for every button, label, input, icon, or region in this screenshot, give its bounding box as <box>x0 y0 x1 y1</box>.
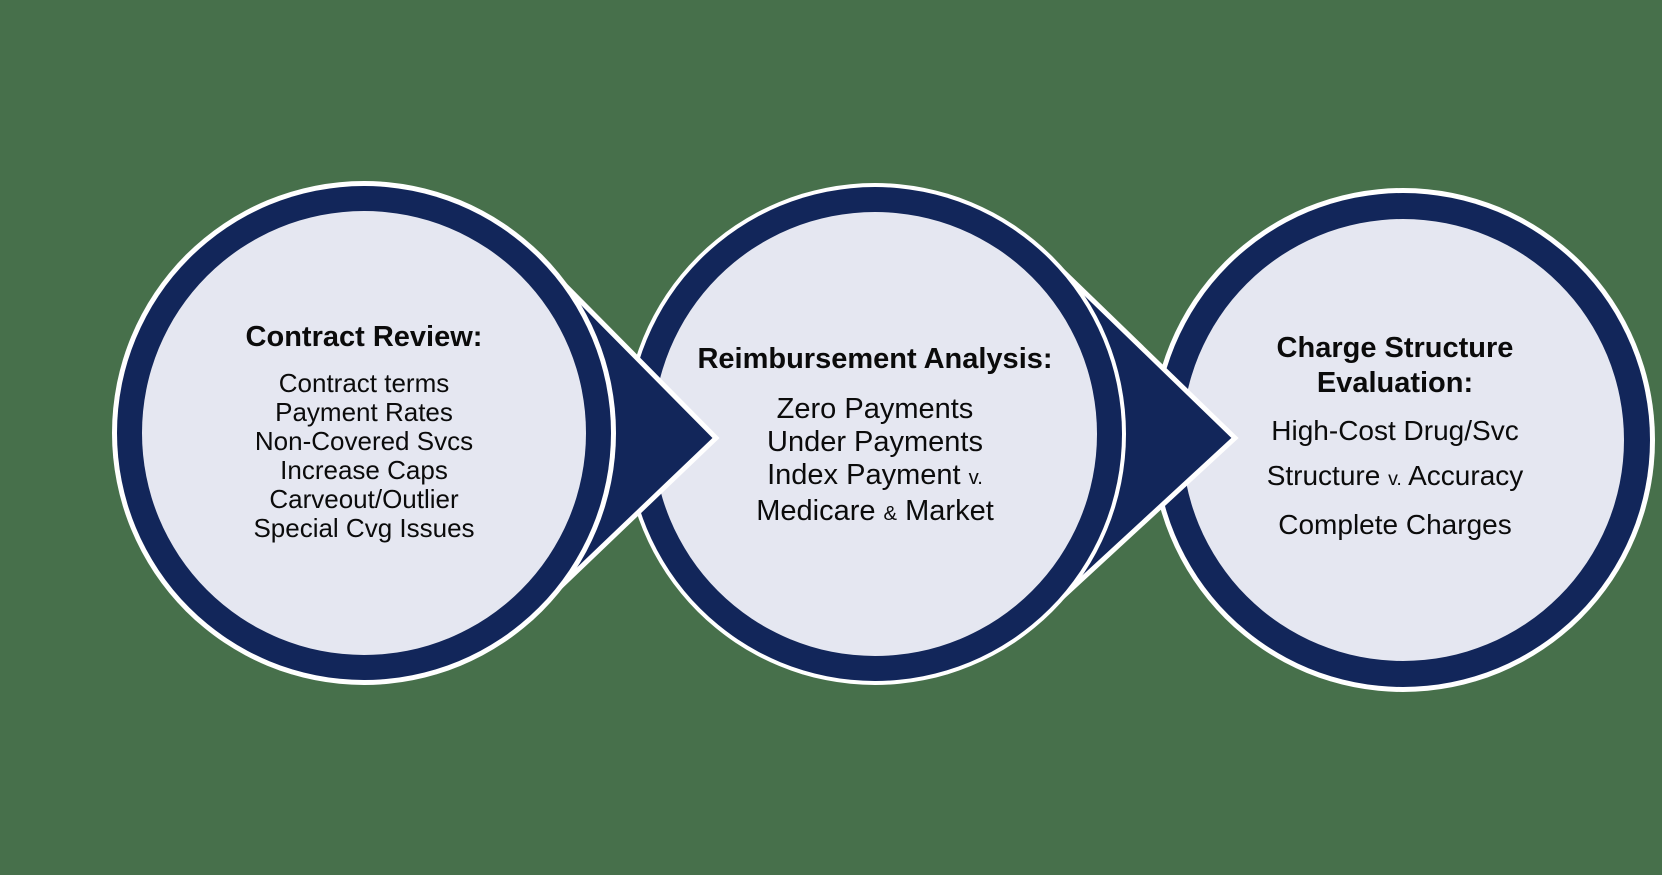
step-item-text: Accuracy <box>1401 460 1524 491</box>
step-item-text: Payment Rates <box>275 397 453 427</box>
step-item-text: Carveout/Outlier <box>269 484 459 514</box>
step-item: Under Payments <box>645 426 1105 459</box>
step-item-text: Market <box>897 495 994 527</box>
step-3-fill-circle <box>1182 219 1624 661</box>
step-item: Index Payment v. <box>645 459 1105 495</box>
step-item: Special Cvg Issues <box>154 514 574 543</box>
step-item-text: Under Payments <box>767 426 983 458</box>
step-item: Contract terms <box>154 369 574 398</box>
step-item: Carveout/Outlier <box>154 485 574 514</box>
step-item: Complete Charges <box>1165 502 1625 547</box>
step-2-title: Reimbursement Analysis: <box>697 343 1053 375</box>
step-1-title: Contract Review: <box>245 321 483 353</box>
step-item-text: Increase Caps <box>280 455 448 485</box>
step-item-small-text: & <box>883 503 898 525</box>
step-item-text: Zero Payments <box>776 393 974 425</box>
step-item: Structure v. Accuracy <box>1165 453 1625 502</box>
step-item-text: Medicare <box>756 495 884 527</box>
step-item-text: Special Cvg Issues <box>253 513 475 543</box>
step-item: Zero Payments <box>645 393 1105 426</box>
step-item-text: High-Cost Drug/Svc <box>1271 415 1519 446</box>
step-item-text: Index Payment <box>767 459 969 491</box>
step-item: Non-Covered Svcs <box>154 427 574 456</box>
step-item-small-text: v. <box>1388 468 1402 490</box>
step-item: High-Cost Drug/Svc <box>1165 408 1625 453</box>
step-2-fill-circle <box>653 212 1097 656</box>
step-item-small-text: v. <box>968 467 983 489</box>
step-item-text: Contract terms <box>278 368 450 398</box>
step-item-text: Structure <box>1266 460 1389 491</box>
step-3-text-block: Charge Structure Evaluation: High-Cost D… <box>1165 331 1625 547</box>
step-item-text: Non-Covered Svcs <box>254 426 474 456</box>
step-3-title: Charge Structure Evaluation: <box>1276 332 1514 399</box>
step-item: Increase Caps <box>154 456 574 485</box>
step-item: Payment Rates <box>154 398 574 427</box>
step-item: Medicare & Market <box>645 495 1105 531</box>
step-1-fill-circle <box>142 211 586 655</box>
step-item-text: Complete Charges <box>1278 509 1512 540</box>
